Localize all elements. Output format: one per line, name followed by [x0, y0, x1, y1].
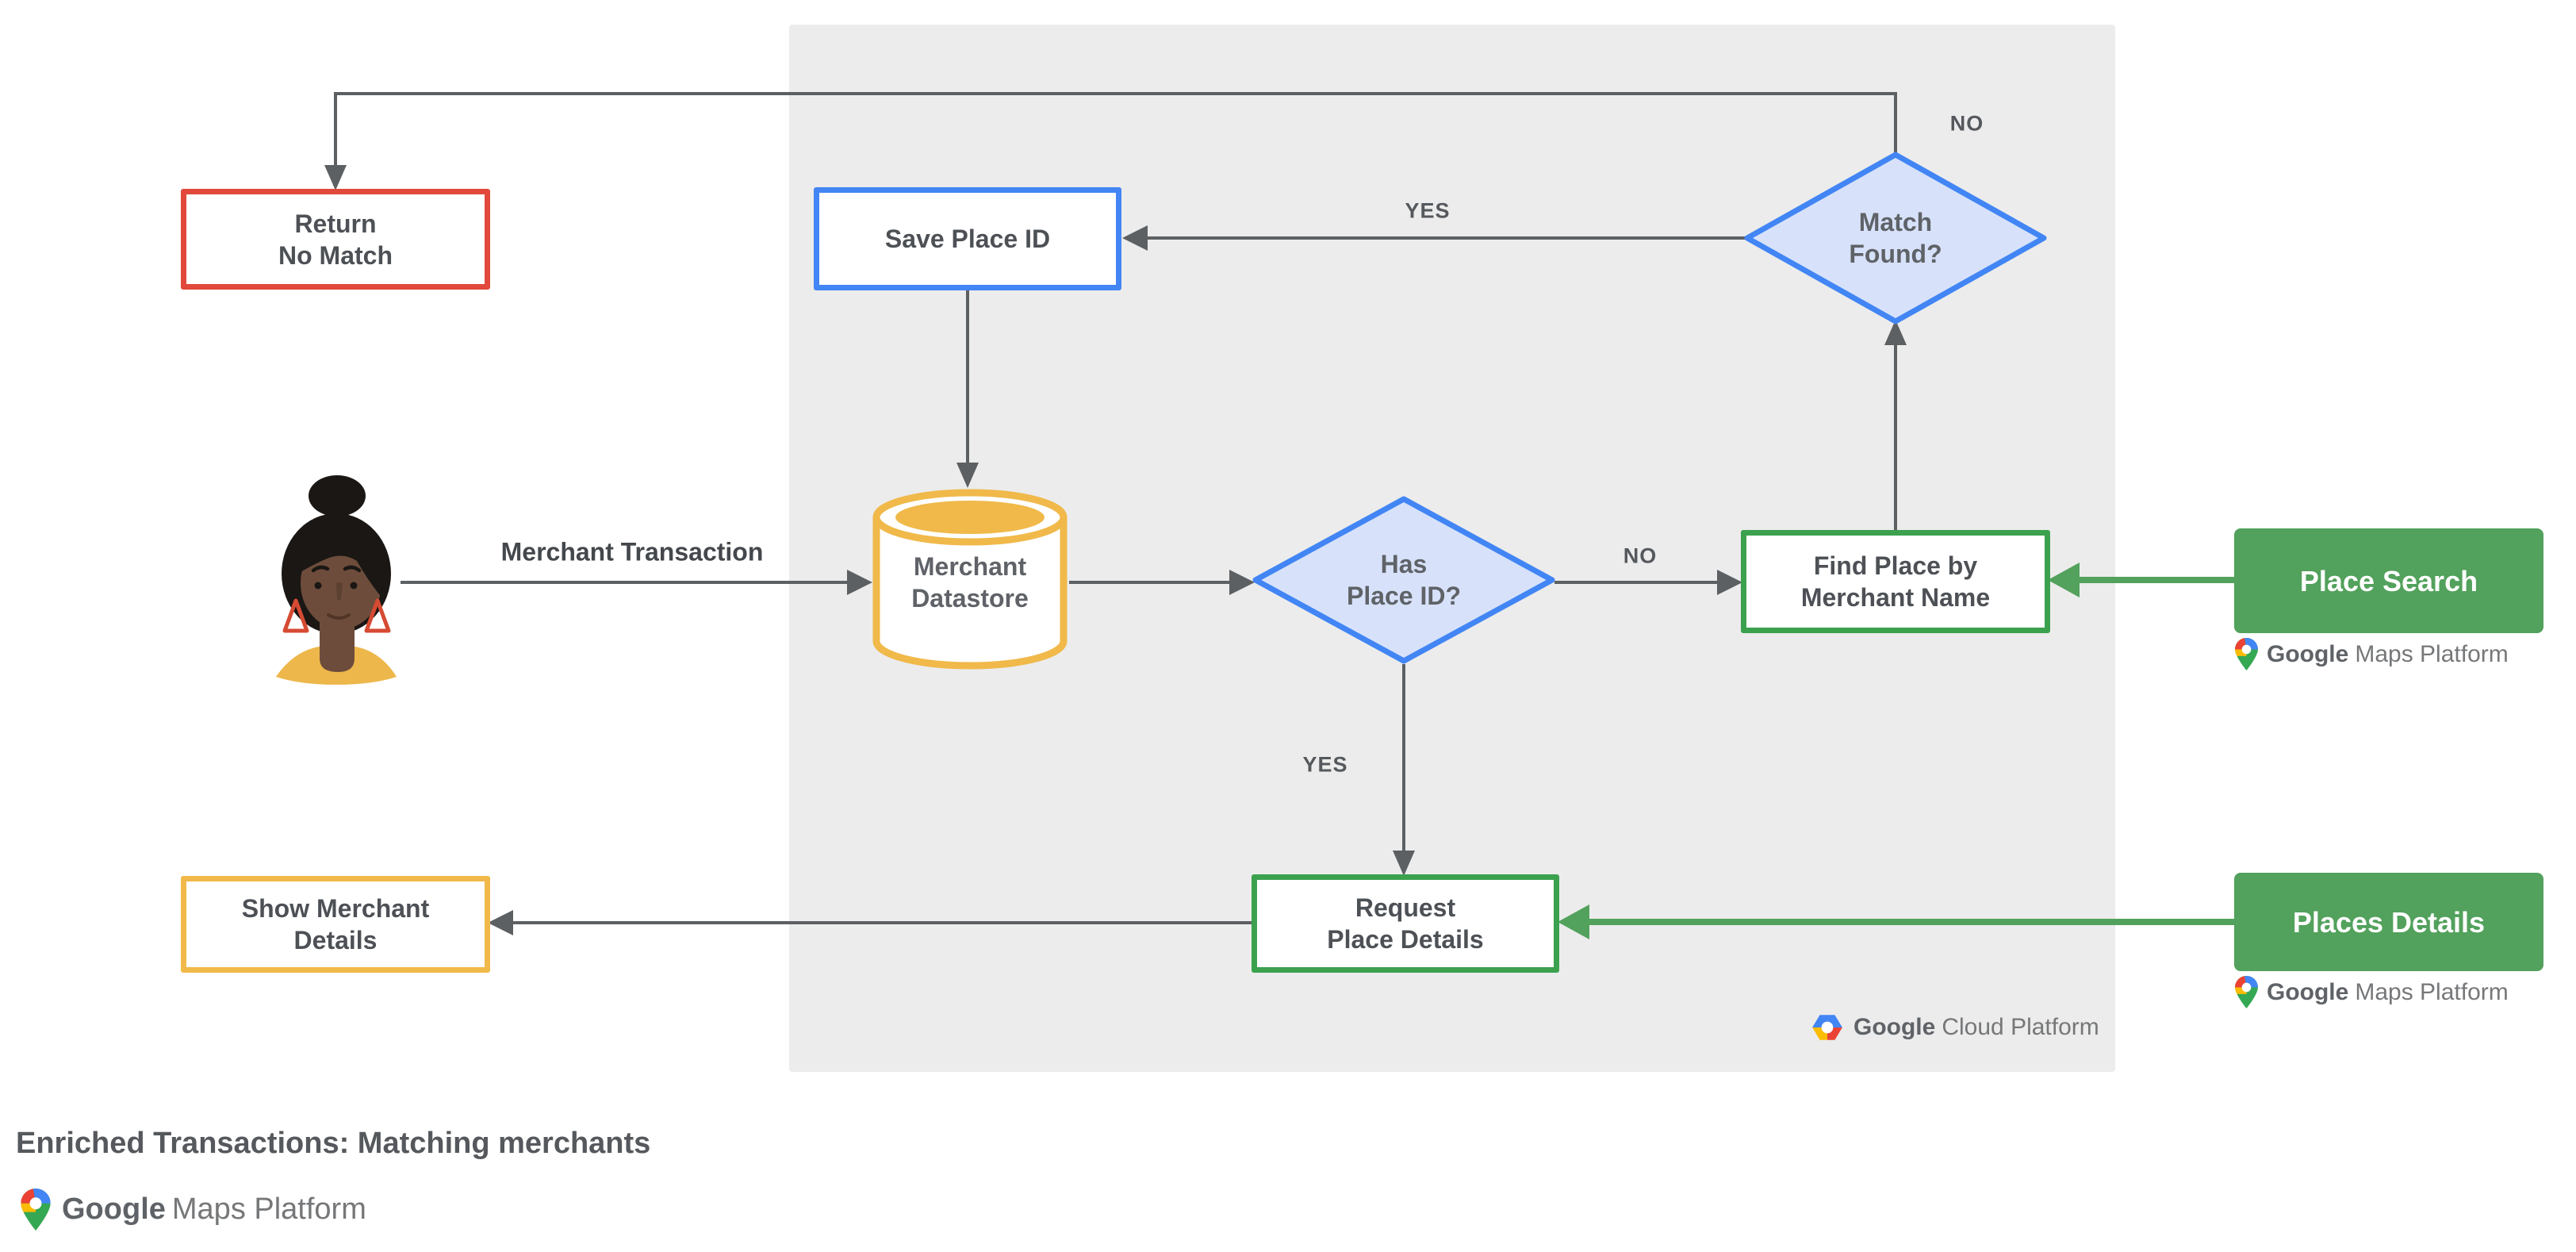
logo-text-google: Google: [1853, 1014, 1936, 1040]
arrowhead-into-findplace: [1717, 570, 1742, 595]
node-place-search-api: Place Search: [2234, 528, 2543, 633]
node-label: Find Place by: [1813, 551, 1978, 580]
logo-text-maps-platform: Maps Platform: [171, 1192, 366, 1226]
node-label: Return: [294, 209, 377, 238]
arrowhead-into-return: [324, 165, 347, 190]
edge-match-no-line: [334, 92, 1897, 168]
node-has-place-id-decision: Has Place ID?: [1251, 494, 1557, 666]
merchant-user-avatar: [270, 472, 401, 688]
node-label: Save Place ID: [884, 225, 1051, 253]
node-label: Merchant: [913, 552, 1027, 581]
page-title: Enriched Transactions: Matching merchant…: [16, 1127, 651, 1160]
logo-text-maps-platform: Maps Platform: [2355, 640, 2509, 667]
node-label: Place ID?: [1346, 582, 1462, 610]
edge-label-has-yes: YES: [1302, 752, 1348, 777]
green-arrowhead-into-findplace: [2048, 563, 2080, 597]
node-find-place-by-merchant-name: Find Place by Merchant Name: [1741, 530, 2050, 633]
node-label: Has: [1380, 550, 1428, 578]
node-label: Place Details: [1327, 925, 1484, 954]
arrowhead-into-show: [488, 910, 513, 935]
node-label: Match: [1858, 208, 1933, 236]
node-label: No Match: [278, 240, 393, 270]
node-return-no-match: Return No Match: [181, 189, 490, 290]
node-label: Places Details: [2292, 905, 2486, 939]
maps-pin-icon: [2235, 638, 2258, 670]
node-label: Details: [293, 926, 378, 954]
arrowhead-into-save: [1122, 225, 1148, 251]
maps-pin-icon: [2235, 976, 2258, 1008]
node-merchant-datastore: Merchant Datastore: [869, 484, 1071, 674]
cloud-hexagon-icon: [1812, 1015, 1842, 1040]
node-label: Merchant Name: [1800, 583, 1991, 612]
node-label: Place Search: [2299, 564, 2478, 597]
node-label: Request: [1355, 893, 1456, 922]
logo-text-cloud-platform: Cloud Platform: [1942, 1014, 2099, 1040]
arrowhead-into-hasplaceid: [1229, 570, 1255, 595]
logo-text-maps-platform: Maps Platform: [2355, 978, 2509, 1005]
arrowhead-into-request: [1393, 851, 1415, 876]
diamond-shape: [1744, 152, 2047, 325]
node-places-details-api: Places Details: [2234, 873, 2543, 971]
node-show-merchant-details: Show Merchant Details: [181, 876, 490, 973]
maps-pin-icon: [21, 1189, 51, 1231]
database-cylinder-icon: [872, 489, 1068, 670]
edge-label-has-no: NO: [1623, 543, 1658, 568]
edge-label-match-yes: YES: [1405, 198, 1451, 223]
edge-label-match-no: NO: [1949, 111, 1984, 136]
node-save-place-id: Save Place ID: [814, 187, 1121, 290]
arrowhead-into-datastore-top: [956, 463, 979, 488]
node-request-place-details: Request Place Details: [1252, 874, 1559, 973]
person-icon: [276, 475, 397, 685]
arrowhead-into-datastore-left: [847, 570, 872, 595]
node-label: Show Merchant: [241, 894, 430, 923]
green-arrowhead-into-request: [1558, 904, 1589, 939]
arrowhead-into-matchfound: [1884, 320, 1907, 345]
node-match-found-decision: Match Found?: [1742, 150, 2049, 326]
node-label: Datastore: [911, 584, 1029, 613]
node-label: Found?: [1849, 240, 1942, 268]
diamond-shape: [1252, 496, 1555, 664]
logo-text-google: Google: [62, 1192, 166, 1226]
logo-text-google: Google: [2267, 978, 2349, 1005]
logo-text-google: Google: [2267, 640, 2349, 667]
edge-label-merchant-transaction: Merchant Transaction: [500, 537, 764, 566]
